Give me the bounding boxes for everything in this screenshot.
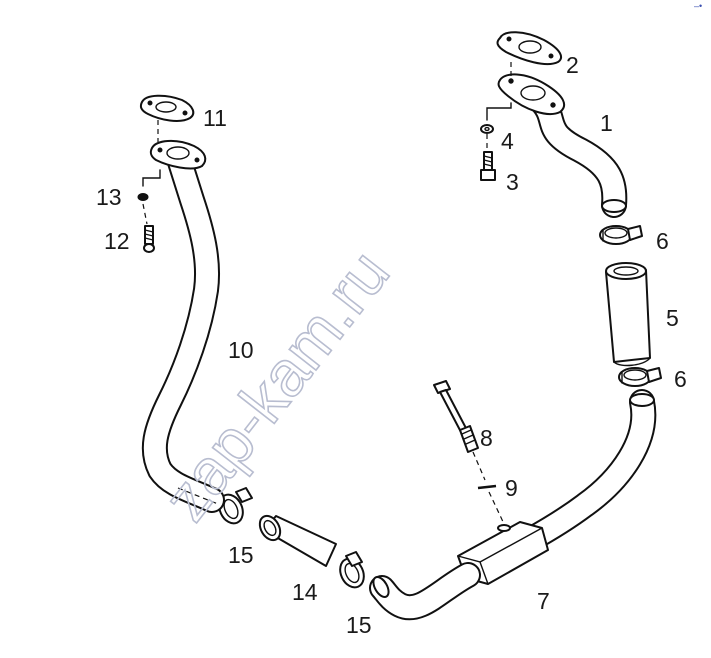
callout-3: 3 [506, 169, 519, 195]
callout-6-lower: 6 [674, 366, 687, 392]
washer-part-9 [477, 484, 497, 490]
pipe-part-1 [527, 87, 628, 218]
bolt-part-8 [433, 380, 479, 453]
callout-5: 5 [666, 305, 679, 331]
callout-14: 14 [292, 579, 318, 605]
callout-1: 1 [600, 110, 613, 136]
flange-part-1 [497, 73, 566, 115]
callout-2: 2 [566, 52, 579, 78]
callout-9: 9 [505, 475, 518, 501]
hose-part-14 [258, 514, 337, 567]
clamp-part-15-right [339, 551, 365, 589]
gasket-part-2 [496, 31, 562, 66]
clamp-part-15-left [218, 487, 253, 525]
callout-13: 13 [96, 184, 122, 210]
callout-12: 12 [104, 228, 130, 254]
callout-10: 10 [228, 337, 254, 363]
flange-part-10 [149, 140, 207, 170]
callout-15-left: 15 [228, 542, 254, 568]
clamp-part-6-lower [618, 367, 662, 387]
callout-7: 7 [537, 588, 550, 614]
washer-part-4 [480, 124, 494, 134]
bolt-part-3 [480, 151, 496, 181]
callout-11: 11 [203, 105, 227, 131]
washer-part-13 [137, 193, 149, 201]
callout-6-upper: 6 [656, 228, 669, 254]
pipe-part-10 [141, 149, 225, 513]
callout-8: 8 [480, 425, 493, 451]
pipe-lower-right [517, 389, 657, 553]
hose-part-5 [605, 262, 651, 367]
clamp-part-6-upper [599, 225, 643, 245]
callout-4: 4 [501, 128, 514, 154]
pipe-lower-left [369, 562, 481, 621]
bolt-part-12 [143, 225, 155, 253]
gasket-part-11 [139, 94, 195, 122]
callout-15-right: 15 [346, 612, 372, 638]
corner-mark: –• [694, 1, 702, 11]
